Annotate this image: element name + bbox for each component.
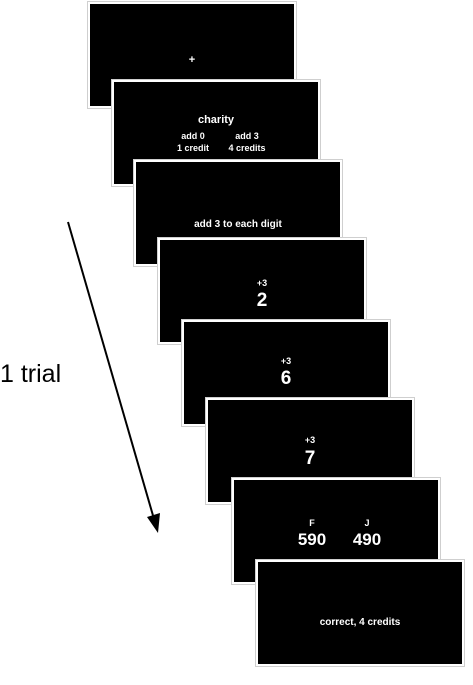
feedback-text: correct, 4 credits	[319, 617, 401, 628]
response-right: J 490	[332, 518, 402, 550]
option-right-add: add 3	[235, 131, 259, 141]
choice-option-right: add 3 4 credits	[212, 131, 282, 153]
response-right-value: 490	[352, 530, 382, 549]
digit-op-2: +3	[280, 356, 292, 366]
fixation-cross: +	[188, 54, 196, 66]
feedback-screen: correct, 4 credits	[256, 560, 464, 666]
digit-op-3: +3	[304, 435, 316, 445]
option-right-credit: 4 credits	[228, 143, 266, 153]
response-right-key: J	[364, 518, 370, 528]
response-left-value: 590	[297, 530, 327, 549]
choice-option-left: add 0 1 credit	[158, 131, 228, 153]
digit-value-3: 7	[304, 448, 316, 469]
option-left-add: add 0	[181, 131, 205, 141]
choice-title: charity	[197, 114, 235, 126]
instruction-text: add 3 to each digit	[194, 219, 282, 230]
response-left: F 590	[277, 518, 347, 550]
arrow-shaft	[67, 221, 155, 520]
trial-label: 1 trial	[0, 360, 62, 388]
response-left-key: F	[309, 518, 315, 528]
digit-op-1: +3	[256, 278, 268, 288]
arrow-head-icon	[147, 513, 160, 533]
digit-value-2: 6	[280, 368, 292, 389]
digit-value-1: 2	[256, 290, 268, 311]
option-left-credit: 1 credit	[176, 143, 209, 153]
